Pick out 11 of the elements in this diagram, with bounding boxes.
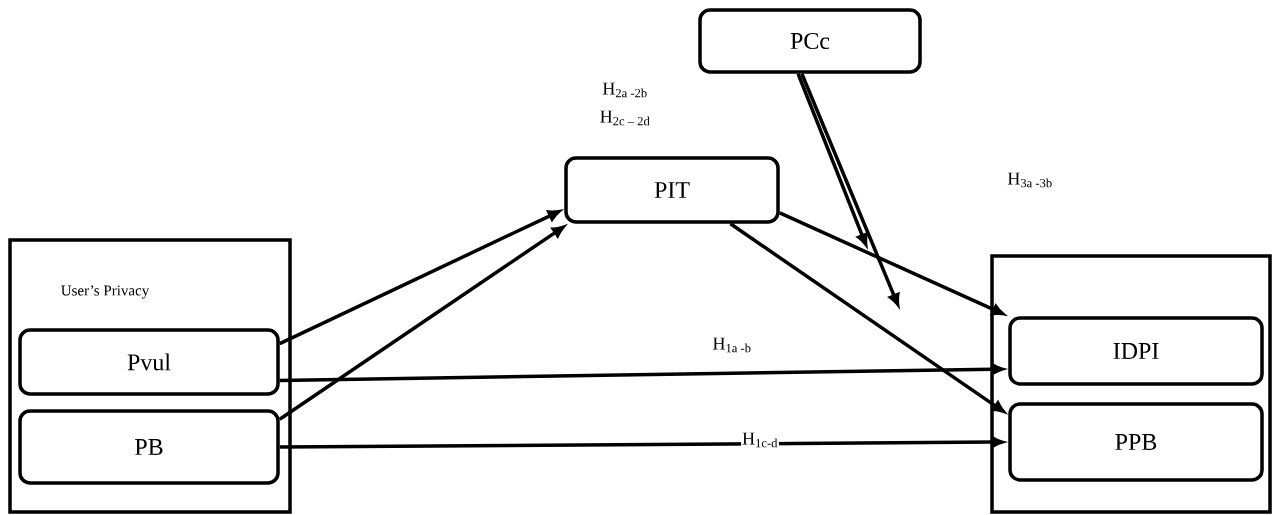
hypothesis-label: $\text{H}_{\text{2a -2b}}$ <box>602 82 647 98</box>
edge-label: $\text{H}_{\text{1c-d}}$ <box>741 431 779 449</box>
construct-box: IDPI <box>1008 316 1264 386</box>
construct-box: PCc <box>698 8 922 74</box>
hypothesis-label: $\text{H}_{\text{3a -3b}}$ <box>1007 172 1052 188</box>
construct-box: PIT <box>564 156 780 224</box>
construct-box: PPB <box>1008 402 1264 482</box>
hypothesis-label: $\text{H}_{\text{2c – 2d}}$ <box>600 110 650 126</box>
group-box <box>990 254 1272 514</box>
construct-box: PB <box>18 409 280 485</box>
construct-box: Pvul <box>18 328 280 396</box>
